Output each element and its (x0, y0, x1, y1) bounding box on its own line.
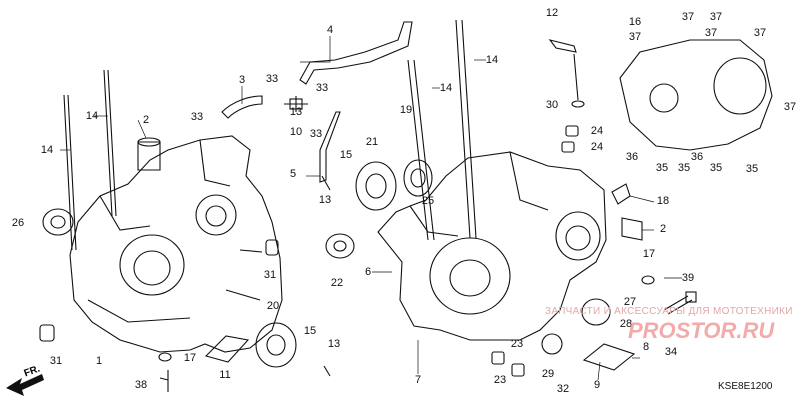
callout-23: 23 (493, 374, 507, 386)
callout-20: 20 (266, 300, 280, 312)
callout-6: 6 (364, 266, 372, 278)
callout-11: 11 (219, 369, 231, 381)
callout-15b: 15 (303, 325, 317, 337)
stud-bolt-b (103, 69, 113, 217)
callout-29: 29 (541, 368, 555, 380)
left-crankcase (69, 135, 283, 353)
callout-37b: 37 (681, 11, 695, 23)
callout-1: 1 (95, 355, 103, 367)
callout-33d: 33 (309, 128, 323, 140)
callout-31: 31 (263, 269, 277, 281)
callout-21: 21 (365, 136, 379, 148)
callout-38: 38 (134, 379, 148, 391)
callout-22: 22 (330, 277, 344, 289)
callout-14d: 14 (485, 54, 499, 66)
callout-33: 33 (265, 73, 279, 85)
callout-31b: 31 (49, 355, 63, 367)
callout-17: 17 (183, 352, 197, 364)
callout-18: 18 (656, 195, 670, 207)
callout-25: 25 (421, 195, 435, 207)
callout-24: 24 (590, 125, 604, 137)
callout-19: 19 (399, 104, 413, 116)
callout-4: 4 (326, 24, 334, 36)
callout-2b: 2 (659, 223, 667, 235)
callout-37e: 37 (753, 27, 767, 39)
callout-10: 10 (289, 126, 303, 138)
watermark-tagline: ЗАПЧАСТИ И АКСЕССУАРЫ ДЛЯ МОТОТЕХНИКИ (545, 306, 793, 317)
callout-35b: 35 (677, 162, 691, 174)
callout-12: 12 (545, 7, 559, 19)
callout-37c: 37 (709, 11, 723, 23)
stud-bolt-a (67, 94, 77, 251)
callout-2: 2 (142, 114, 150, 126)
callout-14c: 14 (439, 82, 453, 94)
callout-36b: 36 (690, 151, 704, 163)
callout-35c: 35 (709, 162, 723, 174)
callout-15: 15 (339, 149, 353, 161)
callout-14b: 14 (85, 110, 99, 122)
watermark-brand: PROSTOR.RU (628, 318, 775, 343)
diagram-code: KSE8E1200 (718, 381, 773, 392)
callout-5: 5 (289, 168, 297, 180)
callout-17b: 17 (642, 248, 656, 260)
callout-26: 26 (11, 217, 25, 229)
callout-7: 7 (414, 374, 422, 386)
callout-32: 32 (556, 383, 570, 395)
callout-34: 34 (664, 346, 678, 358)
right-cover (619, 39, 773, 151)
callout-13b: 13 (327, 338, 341, 350)
callout-37: 37 (628, 31, 642, 43)
callout-37d: 37 (704, 27, 718, 39)
callout-36: 36 (625, 151, 639, 163)
callout-24b: 24 (590, 141, 604, 153)
callout-35: 35 (655, 162, 669, 174)
callout-8: 8 (642, 341, 650, 353)
callout-23b: 23 (510, 338, 524, 350)
callout-33c: 33 (315, 82, 329, 94)
callout-9: 9 (593, 379, 601, 391)
callout-39: 39 (681, 272, 695, 284)
callout-13: 13 (318, 194, 332, 206)
callout-28: 28 (619, 318, 633, 330)
right-crankcase (377, 151, 607, 341)
callout-27: 27 (623, 296, 637, 308)
callout-33b: 33 (190, 111, 204, 123)
callout-13c: 13 (289, 106, 303, 118)
callout-35d: 35 (745, 163, 759, 175)
callout-37f: 37 (783, 101, 797, 113)
callout-14: 14 (40, 144, 54, 156)
callout-30: 30 (545, 99, 559, 111)
callout-16: 16 (628, 16, 642, 28)
callout-3: 3 (238, 74, 246, 86)
